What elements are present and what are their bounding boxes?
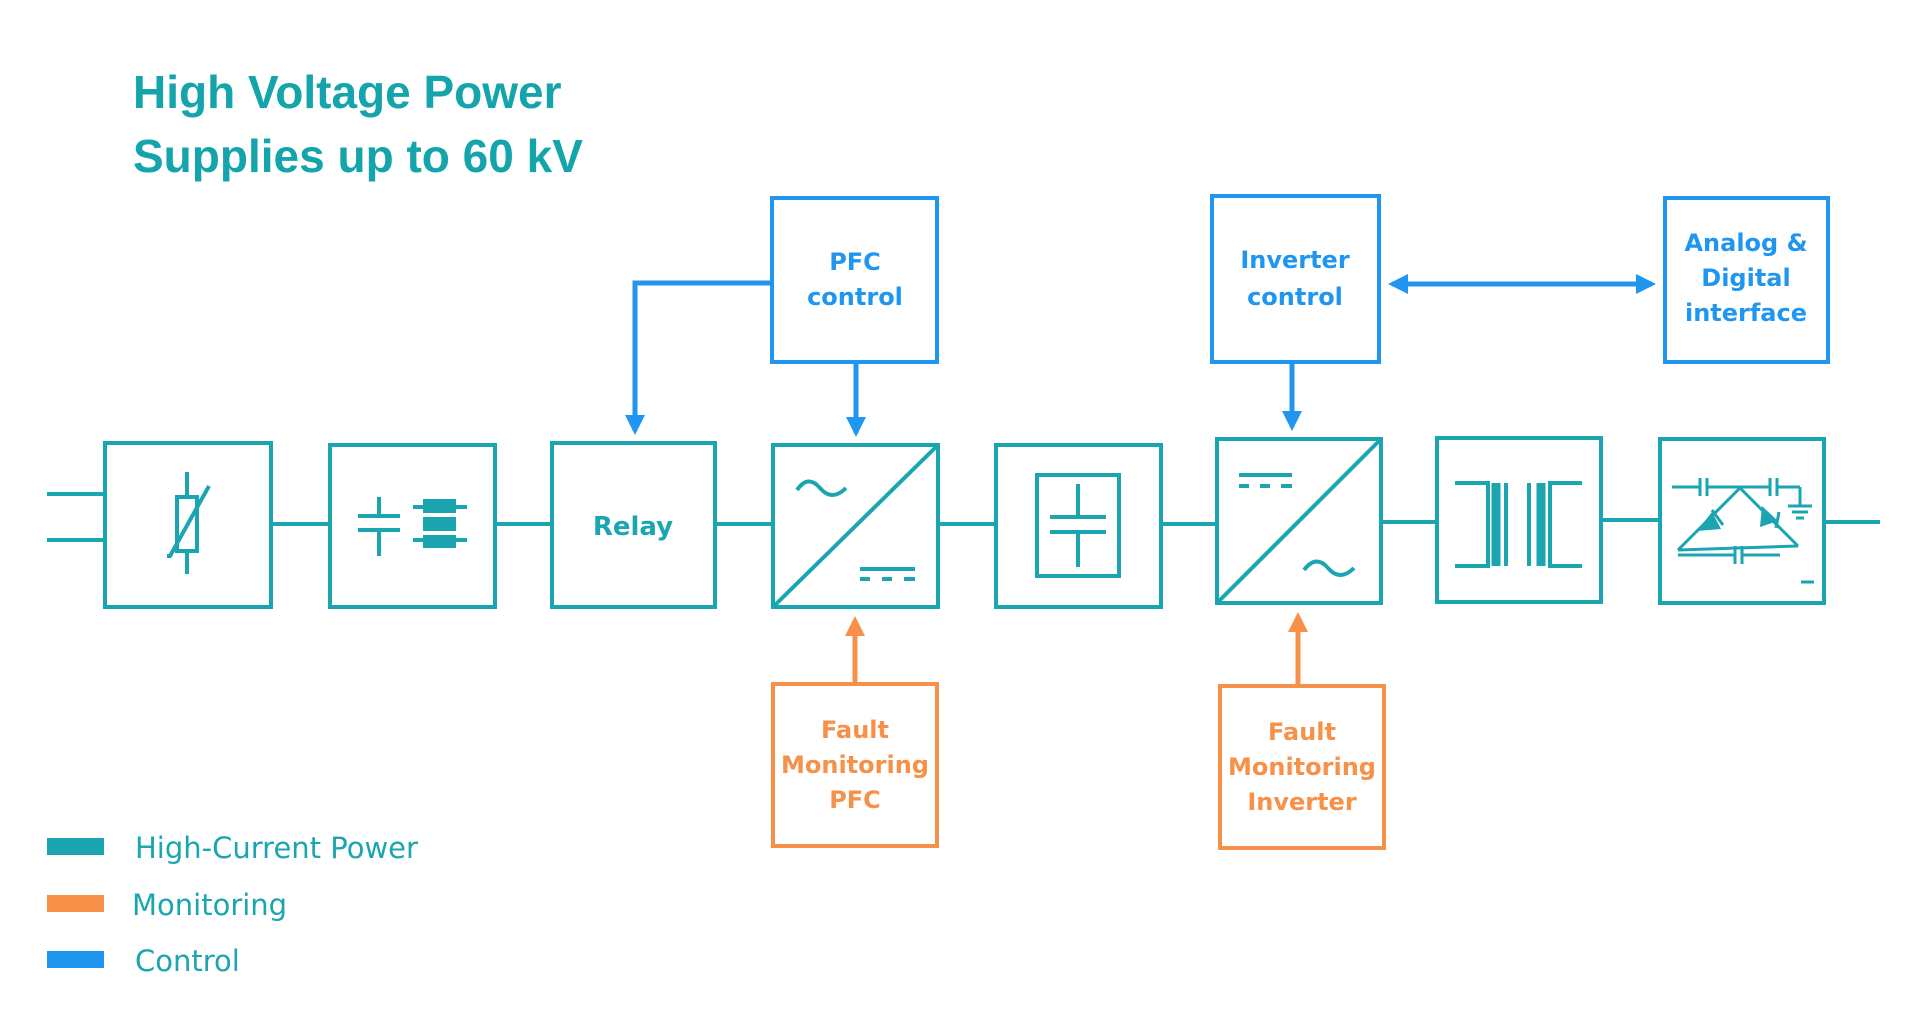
legend-label-control: Control — [135, 944, 240, 978]
legend-label-power: High-Current Power — [135, 831, 418, 865]
ac-dc-converter-icon — [771, 443, 940, 609]
fault-monitoring-pfc-label-2: Monitoring — [781, 751, 929, 779]
emi-filter-block — [328, 443, 497, 609]
legend-item-control: Control — [47, 944, 240, 978]
varistor-block — [103, 441, 273, 609]
inverter-control-label-2: control — [1247, 283, 1343, 311]
diagram-title-line-2: Supplies up to 60 kV — [133, 130, 583, 182]
legend-item-power: High-Current Power — [47, 831, 418, 865]
voltage-multiplier-icon — [1672, 478, 1814, 584]
transformer-icon — [1455, 481, 1582, 568]
multiplier-block — [1658, 437, 1826, 605]
fault-monitoring-pfc-label-3: PFC — [829, 786, 881, 814]
capacitor-icon — [1035, 473, 1121, 578]
pfc-converter-block — [771, 443, 940, 609]
fault-monitoring-inverter-label-3: Inverter — [1247, 788, 1357, 816]
pfc-control-box: PFC control — [770, 196, 939, 364]
transformer-block — [1435, 436, 1603, 604]
power-path — [47, 492, 1880, 542]
dc-ac-inverter-icon — [1215, 437, 1383, 605]
legend: High-Current Power Monitoring Control — [47, 831, 418, 978]
inverter-control-label-1: Inverter — [1240, 246, 1350, 274]
pfc-control-to-relay-arrow — [625, 280, 772, 435]
diagram-title-line-1: High Voltage Power — [133, 66, 562, 118]
legend-item-monitoring: Monitoring — [47, 888, 287, 922]
fault-monitoring-inverter-box: Fault Monitoring Inverter — [1218, 684, 1386, 850]
fault-monitoring-pfc-box: Fault Monitoring PFC — [771, 682, 939, 848]
interface-box: Analog & Digital interface — [1663, 196, 1830, 364]
varistor-icon — [167, 472, 211, 574]
interface-label-2: Digital — [1701, 264, 1790, 292]
relay-block: Relay — [550, 441, 717, 609]
legend-swatch-power — [47, 838, 104, 855]
inverter-control-box: Inverter control — [1210, 194, 1381, 364]
interface-label-3: interface — [1685, 299, 1807, 327]
relay-label: Relay — [593, 512, 673, 542]
interface-label-1: Analog & — [1684, 229, 1807, 257]
pfc-control-label-1: PFC — [829, 248, 881, 276]
emi-filter-icon — [358, 497, 467, 556]
monitoring-signal-lines — [845, 612, 1308, 686]
legend-swatch-monitoring — [47, 895, 104, 912]
control-signal-lines — [625, 274, 1656, 437]
fault-monitoring-inverter-label-2: Monitoring — [1228, 753, 1376, 781]
legend-label-monitoring: Monitoring — [132, 888, 287, 922]
inverter-block — [1215, 437, 1383, 605]
fault-monitoring-pfc-label-1: Fault — [821, 716, 889, 744]
dc-link-block — [994, 443, 1163, 609]
legend-swatch-control — [47, 951, 104, 968]
fault-monitoring-inverter-label-1: Fault — [1268, 718, 1336, 746]
pfc-control-label-2: control — [807, 283, 903, 311]
